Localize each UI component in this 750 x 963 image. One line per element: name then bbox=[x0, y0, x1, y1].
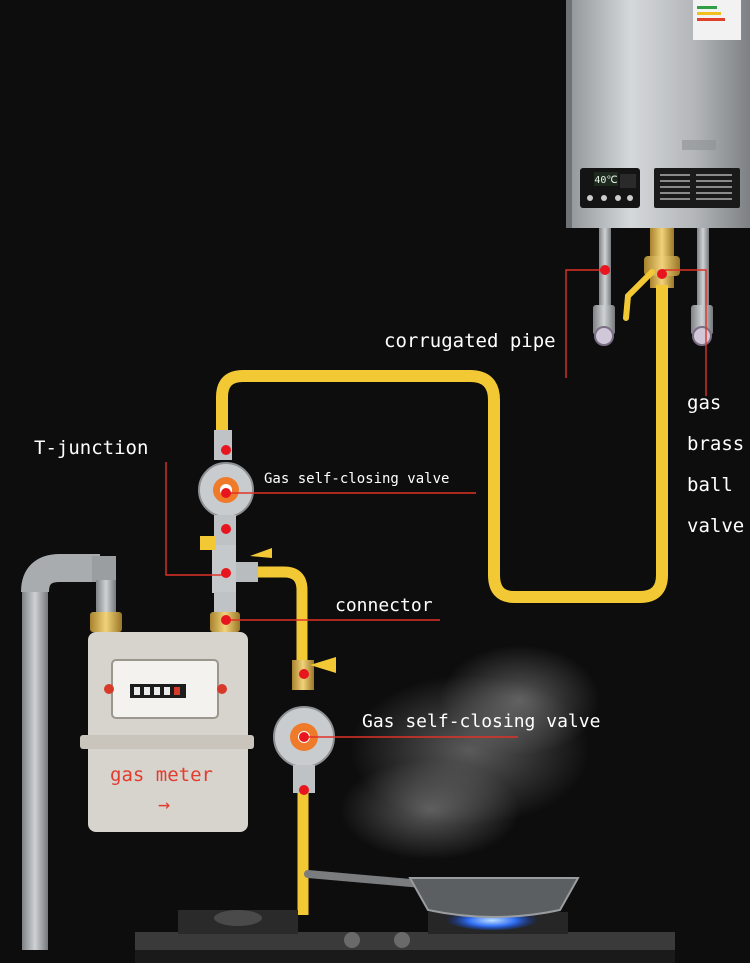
gas-brass-ball-valve-marker bbox=[657, 269, 667, 279]
heater-temperature-display: 40℃ bbox=[594, 175, 617, 186]
corrugated-pipe-marker bbox=[600, 265, 610, 275]
callout-lines bbox=[165, 269, 707, 738]
gas-brass-ball-valve-label-line-2: brass bbox=[687, 433, 745, 455]
gas-stove bbox=[135, 906, 675, 963]
frying-pan bbox=[304, 870, 580, 918]
gas-brass-ball-valve-label-line-1: gas bbox=[687, 392, 722, 414]
t-junction-callout-line bbox=[165, 462, 226, 576]
gas-meter-arrow: → bbox=[158, 792, 171, 816]
connector-marker bbox=[221, 615, 231, 625]
lower-valve-outlet-marker bbox=[299, 785, 309, 795]
gas-brass-ball-valve-label-line-4: valve bbox=[687, 515, 745, 537]
gas-brass-ball-valve-label-line-3: ball bbox=[687, 474, 733, 496]
heater-valve-handle bbox=[623, 269, 655, 321]
t-junction-marker bbox=[221, 568, 231, 578]
heater-up-button bbox=[615, 195, 621, 201]
gas-meter bbox=[80, 612, 254, 832]
heater-brass-ball-valve bbox=[623, 228, 680, 321]
t-junction-label: T-junction bbox=[34, 437, 149, 459]
corrugated-pipe-label: corrugated pipe bbox=[384, 330, 556, 352]
upper-valve-inlet-marker bbox=[221, 445, 231, 455]
t-junction-handle-left bbox=[200, 536, 216, 550]
corrugated-pipe-callout-line bbox=[565, 269, 605, 378]
connector-label: connector bbox=[335, 595, 433, 616]
gas-brass-ball-valve-callout-line bbox=[662, 269, 707, 396]
heater-down-button bbox=[627, 195, 633, 201]
yellow-gas-hose-main bbox=[216, 285, 668, 603]
upper-self-closing-valve-marker bbox=[221, 488, 231, 498]
t-junction-handle-right bbox=[250, 548, 272, 558]
gas-meter-label: gas meter bbox=[110, 764, 213, 786]
heater-power-button bbox=[587, 195, 593, 201]
upper-self-closing-valve-label: Gas self-closing valve bbox=[264, 471, 450, 487]
lower-self-closing-valve-marker bbox=[299, 732, 309, 742]
lower-self-closing-valve-label: Gas self-closing valve bbox=[362, 711, 601, 732]
steel-supply-pipe bbox=[21, 554, 122, 950]
heater-brand-logo bbox=[682, 140, 716, 150]
yellow-gas-hose-branch bbox=[256, 566, 308, 660]
lower-valve-inlet-marker bbox=[299, 669, 309, 679]
stove-knob-right bbox=[394, 932, 410, 948]
upper-valve-outlet-marker bbox=[221, 524, 231, 534]
heater-mode-button bbox=[601, 195, 607, 201]
water-heater: 40℃ bbox=[566, 0, 750, 228]
steam-cloud bbox=[340, 645, 600, 860]
marker-dots bbox=[221, 265, 667, 795]
stove-knob-left bbox=[344, 932, 360, 948]
upper-valve-assembly bbox=[198, 430, 272, 612]
